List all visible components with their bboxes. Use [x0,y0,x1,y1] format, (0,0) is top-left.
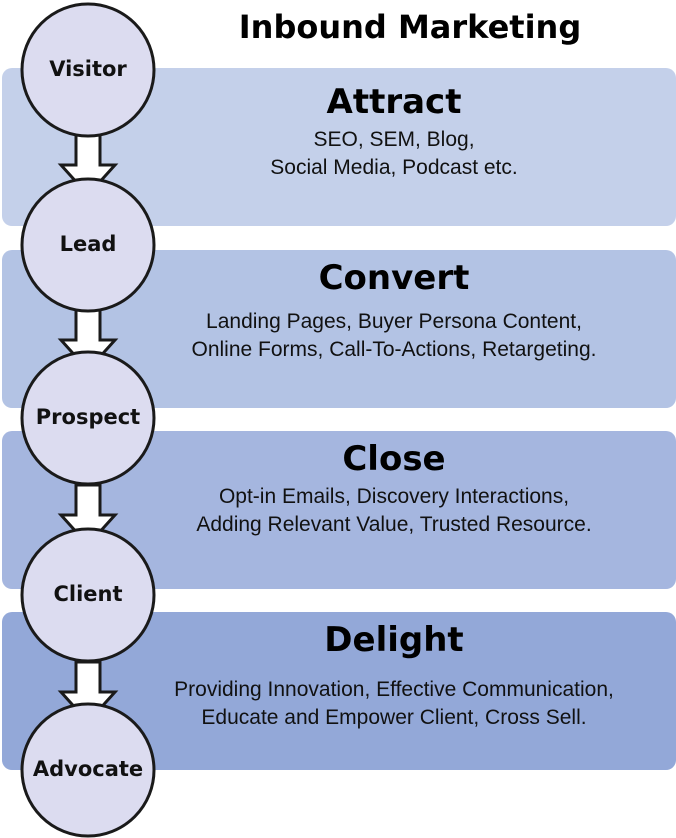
stage-heading-attract: Attract [326,82,462,122]
node-visitor [20,2,156,138]
node-label-prospect: Prospect [35,405,141,429]
stage-heading-delight: Delight [324,620,464,660]
stage-description-attract: SEO, SEM, Blog, Social Media, Podcast et… [112,126,676,182]
stage-description-convert: Landing Pages, Buyer Persona Content, On… [112,308,676,364]
node-prospect [20,350,156,486]
node-label-client: Client [53,582,123,606]
stage-line: Online Forms, Call-To-Actions, Retargeti… [191,338,597,361]
node-label-lead: Lead [59,232,117,256]
stage-heading-convert: Convert [318,258,470,298]
node-label-visitor: Visitor [49,57,127,81]
stage-line: Adding Relevant Value, Trusted Resource. [196,513,592,536]
node-client [20,527,156,663]
node-label-advocate: Advocate [32,757,144,781]
stage-description-delight: Providing Innovation, Effective Communic… [112,676,676,732]
stage-line: Landing Pages, Buyer Persona Content, [206,310,582,333]
stage-line: Opt-in Emails, Discovery Interactions, [218,485,570,508]
stage-line: Educate and Empower Client, Cross Sell. [201,706,587,729]
diagram-title: Inbound Marketing [238,8,582,46]
stage-heading-close: Close [342,439,446,479]
stage-line: Providing Innovation, Effective Communic… [174,678,614,701]
node-lead [20,177,156,313]
node-advocate [20,702,156,838]
stage-line: Social Media, Podcast etc. [270,156,518,179]
stage-description-close: Opt-in Emails, Discovery Interactions, A… [112,483,676,539]
stage-line: SEO, SEM, Blog, [313,128,475,151]
